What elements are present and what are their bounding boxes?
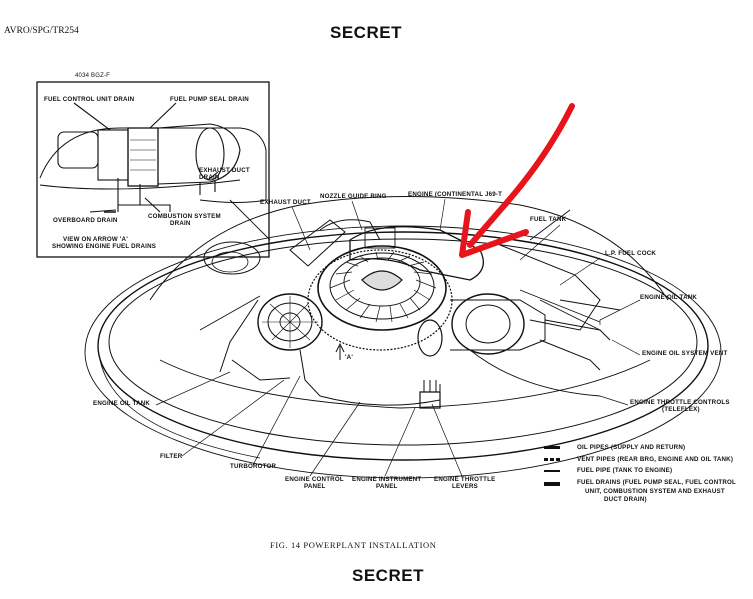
legend-line-vent (544, 458, 560, 461)
label-control-panel-1: ENGINE CONTROL (285, 476, 344, 483)
legend-line-drains (544, 482, 560, 486)
legend-line-oil (544, 446, 560, 449)
label-fuel-control-unit-drain: FUEL CONTROL UNIT DRAIN (44, 96, 135, 103)
label-arrow-a: 'A' (345, 354, 354, 361)
label-throttle-levers-1: ENGINE THROTTLE (434, 476, 496, 483)
label-fuel-tank: FUEL TANK (530, 216, 567, 223)
label-exhaust-duct-drain-2: DRAIN (199, 174, 220, 181)
label-view-arrow-a: VIEW ON ARROW 'A' (63, 236, 128, 243)
annotation-arrow-head (459, 209, 529, 258)
label-throttle-levers-2: LEVERS (452, 483, 478, 490)
label-throttle-controls-2: (TELEFLEX) (662, 406, 700, 413)
inset-part-number: 4034 BGZ-F (75, 73, 111, 79)
legend-fuel-drains-1: FUEL DRAINS (FUEL PUMP SEAL, FUEL CONTRO… (577, 479, 736, 486)
inset-frame (36, 81, 270, 258)
turborotor-outer (317, 245, 447, 331)
label-throttle-controls-1: ENGINE THROTTLE CONTROLS (630, 399, 730, 406)
label-fuel-pump-seal-drain: FUEL PUMP SEAL DRAIN (170, 96, 249, 103)
label-instrument-panel-1: ENGINE INSTRUMENT (352, 476, 422, 483)
label-engine-oil-tank-left: ENGINE OIL TANK (93, 400, 151, 407)
saucer-outer-rim (97, 231, 709, 461)
label-engine-oil-system-vent: ENGINE OIL SYSTEM VENT (642, 350, 728, 357)
label-nozzle-guide-ring: NOZZLE GUIDE RING (320, 193, 387, 200)
legend-fuel-pipe: FUEL PIPE (TANK TO ENGINE) (577, 467, 673, 474)
label-engine-oil-tank-right: ENGINE OIL TANK (640, 294, 698, 301)
label-exhaust-duct-drain-1: EXHAUST DUCT (199, 167, 250, 174)
legend-fuel-drains-3: DUCT DRAIN) (604, 496, 647, 503)
inset-engine-front (57, 131, 99, 169)
label-lp-fuel-cock: L.P. FUEL COCK (605, 250, 657, 257)
legend-fuel-drains-2: UNIT, COMBUSTION SYSTEM AND EXHAUST (585, 488, 725, 495)
label-exhaust-duct: EXHAUST DUCT (260, 199, 311, 206)
classification-bottom: SECRET (352, 566, 424, 585)
label-showing-drains: SHOWING ENGINE FUEL DRAINS (52, 243, 157, 250)
label-turborotor: TURBOROTOR (230, 463, 277, 470)
classification-top: SECRET (330, 23, 402, 42)
legend-oil-pipes: OIL PIPES (SUPPLY AND RETURN) (577, 444, 686, 451)
document-id: AVRO/SPG/TR254 (4, 26, 79, 36)
label-overboard-drain: OVERBOARD DRAIN (53, 217, 118, 224)
legend-line-fuel (544, 470, 560, 472)
legend-vent-pipes: VENT PIPES (REAR BRG, ENGINE AND OIL TAN… (577, 456, 734, 463)
label-combustion-drain-2: DRAIN (170, 220, 191, 227)
annotation-arrow-shaft (467, 103, 575, 248)
figure-caption: FIG. 14 POWERPLANT INSTALLATION (270, 540, 437, 550)
label-combustion-drain-1: COMBUSTION SYSTEM (148, 213, 221, 220)
label-instrument-panel-2: PANEL (376, 483, 398, 490)
label-filter: FILTER (160, 453, 183, 460)
label-control-panel-2: PANEL (304, 483, 326, 490)
label-engine: ENGINE (CONTINENTAL J69-T (408, 191, 503, 198)
